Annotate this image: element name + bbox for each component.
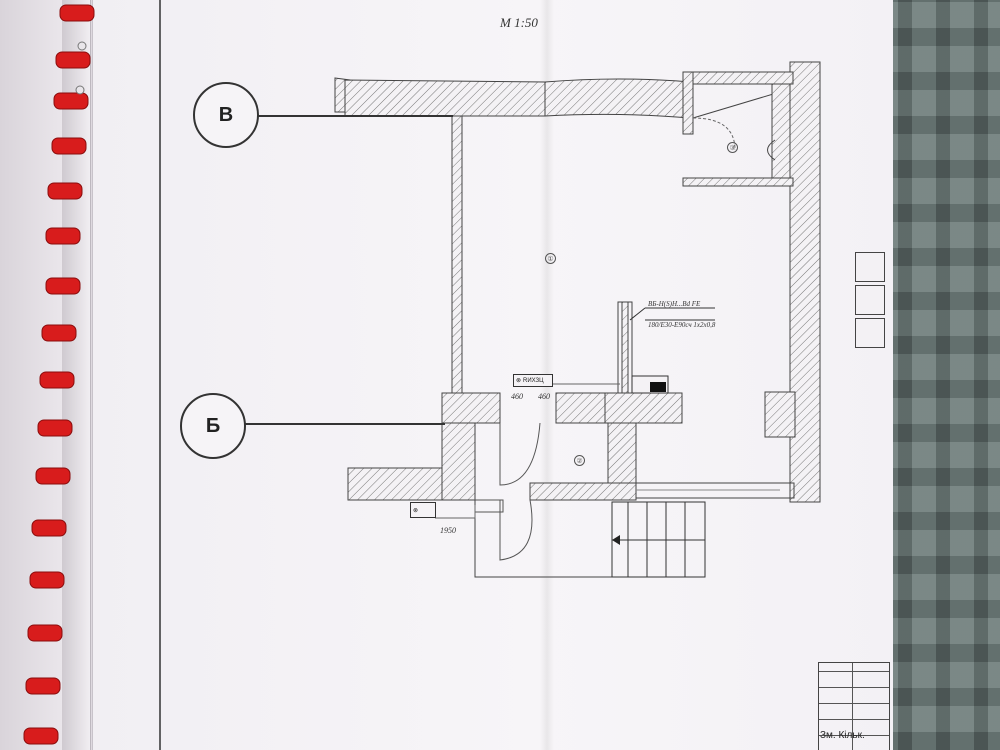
toilet-symbol [767,139,776,161]
title-block-label-kilk: Кільк. [838,730,865,741]
drawing-scale: M 1:50 [500,15,538,30]
wall-lower-pier-left [441,422,476,501]
title-block [818,662,890,750]
wall-axis-b-left [441,392,501,424]
bath-wall-inner [771,83,791,185]
stairs [611,501,706,578]
bath-wall-top [682,71,794,85]
axis-label-b: В [218,103,234,126]
wall-right-pier [764,391,796,438]
dimension-right: 460 [538,392,550,401]
dimension-bottom: 1950 [440,526,456,535]
axis-bubble-b: В [193,82,259,148]
riser-core [621,301,629,395]
room-mark-2: ② [574,455,585,466]
axis-bubble-be: Б [180,393,246,459]
stairs-arrow [612,535,620,545]
entrance-outline [474,500,612,578]
bath-wall-left [682,71,694,135]
room-mark-3: ③ [727,142,738,153]
lamp-symbol: ⊗ [410,502,436,518]
cable-spec-line2: 180/Е30-Е90сч 1х2х0,8 [648,321,716,329]
axis-line-b [258,115,453,117]
wall-top-right [544,78,691,119]
device-symbol: ⊗ RИХЗЦ [513,374,553,387]
cable-spec-line1: ВБ-Н(S)Н...Вd FE [648,300,701,308]
legend-item-2 [855,285,885,315]
lamp-icon: ⊗ [413,507,419,514]
bath-ramp-line [692,91,781,119]
bath-wall-bottom [682,177,794,187]
door-swing-upper [499,422,541,486]
legend-item-1 [855,252,885,282]
device-label: RИХЗЦ [523,377,544,384]
legend-item-3 [855,318,885,348]
binder-rings [23,4,95,745]
dimension-left: 460 [511,392,523,401]
title-block-label-zm: Зм. [820,730,836,741]
partition-wall [451,115,463,395]
door-swing-lower [499,499,533,561]
room-mark-1: ① [545,253,556,264]
bath-door-arc [692,117,736,151]
wall-axis-b-right [555,392,683,424]
axis-line-be [245,423,445,425]
wall-lower-bottom [529,482,637,501]
cable-route-lower [435,505,476,519]
cable-leader [629,307,646,321]
title-block-labels: Зм. Кільк. [820,730,865,741]
wall-top-left [344,79,546,117]
axis-label-be: Б [205,414,221,437]
socket-icon: ⊗ [516,378,522,384]
